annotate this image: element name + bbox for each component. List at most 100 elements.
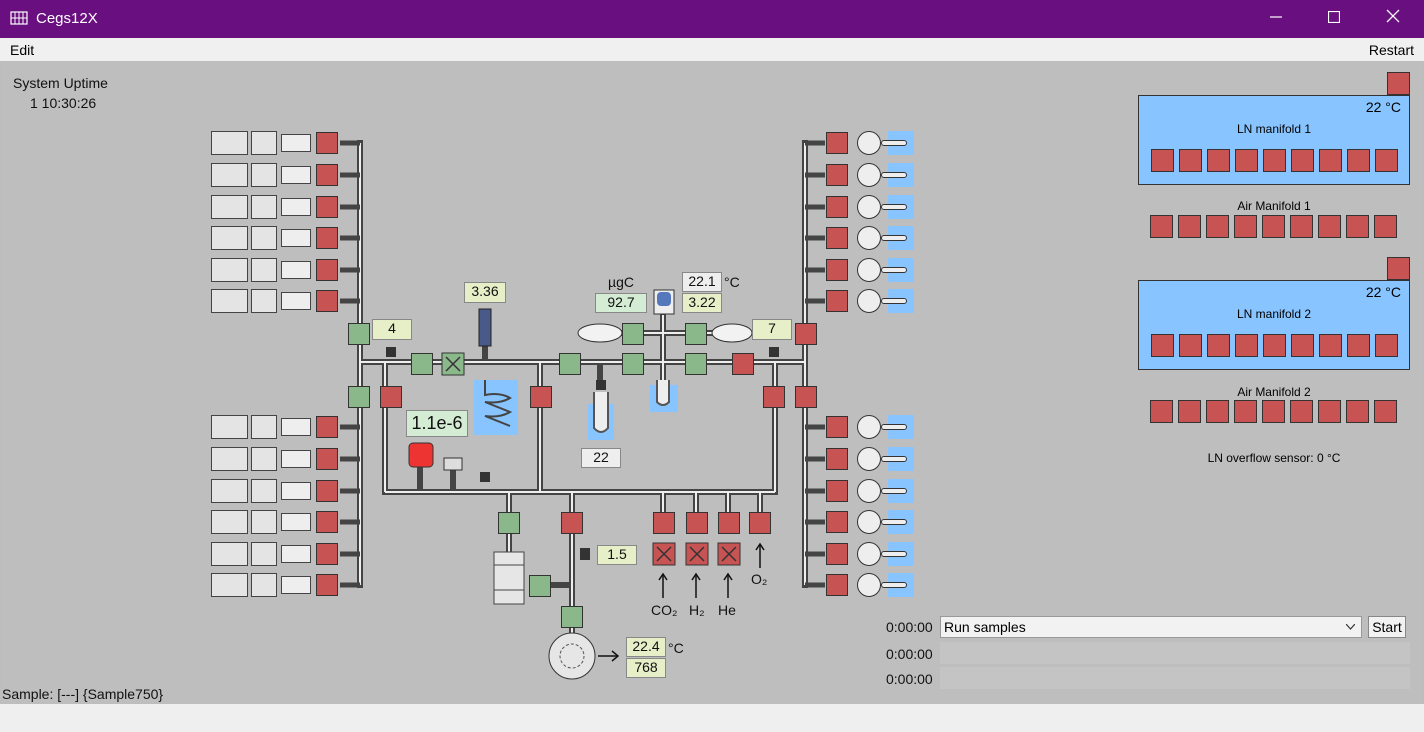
sample-vessel[interactable]	[211, 258, 248, 282]
valve-turbo[interactable]	[498, 512, 520, 534]
valve-v-left-upper[interactable]	[348, 323, 370, 345]
reactor-valve[interactable]	[826, 543, 848, 565]
reactor-valve[interactable]	[826, 196, 848, 218]
manifold-port-valve[interactable]	[1375, 149, 1398, 172]
manifold-port-valve[interactable]	[1291, 334, 1314, 357]
valve-mc[interactable]	[559, 353, 581, 375]
valve-ugc-reservoir[interactable]	[622, 323, 644, 345]
manifold-port-valve[interactable]	[1262, 400, 1285, 423]
manifold-port-valve[interactable]	[1374, 215, 1397, 238]
ln-manifold-2-valve[interactable]	[1387, 257, 1410, 280]
maximize-button[interactable]	[1304, 0, 1364, 38]
process-select[interactable]: Run samples	[940, 616, 1362, 638]
manifold-port-valve[interactable]	[1263, 334, 1286, 357]
menu-edit[interactable]: Edit	[10, 42, 35, 58]
manifold-port-valve[interactable]	[1150, 400, 1173, 423]
manifold-port-valve[interactable]	[1234, 215, 1257, 238]
reactor-valve[interactable]	[826, 448, 848, 470]
valve-rough-pump[interactable]	[561, 606, 583, 628]
manifold-port-valve[interactable]	[1346, 400, 1369, 423]
manifold-port-valve[interactable]	[1207, 334, 1230, 357]
valve-ir[interactable]	[732, 353, 754, 375]
manifold-port-valve[interactable]	[1290, 215, 1313, 238]
manifold-port-valve[interactable]	[1290, 400, 1313, 423]
sample-vessel[interactable]	[211, 289, 248, 313]
manifold-port-valve[interactable]	[1262, 215, 1285, 238]
reactor-valve[interactable]	[826, 574, 848, 596]
manifold-port-valve[interactable]	[1178, 400, 1201, 423]
sample-vessel[interactable]	[211, 415, 248, 439]
valve-o2[interactable]	[749, 512, 771, 534]
reactor-valve[interactable]	[826, 480, 848, 502]
sample-valve[interactable]	[316, 448, 338, 470]
sample-vessel[interactable]	[211, 573, 248, 597]
reactor-valve[interactable]	[826, 511, 848, 533]
manifold-port-valve[interactable]	[1319, 334, 1342, 357]
menu-restart[interactable]: Restart	[1368, 42, 1414, 58]
sample-valve[interactable]	[316, 416, 338, 438]
manifold-port-valve[interactable]	[1374, 400, 1397, 423]
reactor-valve[interactable]	[826, 132, 848, 154]
sample-valve[interactable]	[316, 511, 338, 533]
start-button[interactable]: Start	[1368, 616, 1406, 638]
sample-vessel[interactable]	[211, 163, 248, 187]
reactor-valve[interactable]	[826, 416, 848, 438]
manifold-port-valve[interactable]	[1235, 334, 1258, 357]
reactor-valve[interactable]	[826, 290, 848, 312]
sample-valve[interactable]	[316, 543, 338, 565]
sample-valve[interactable]	[316, 164, 338, 186]
close-button[interactable]	[1363, 0, 1423, 38]
sample-valve[interactable]	[316, 290, 338, 312]
sample-valve[interactable]	[316, 480, 338, 502]
reactor-valve[interactable]	[826, 227, 848, 249]
sample-valve[interactable]	[316, 227, 338, 249]
manifold-port-valve[interactable]	[1291, 149, 1314, 172]
sample-vessel[interactable]	[211, 479, 248, 503]
manifold-port-valve[interactable]	[1318, 215, 1341, 238]
manifold-port-valve[interactable]	[1178, 215, 1201, 238]
manifold-port-valve[interactable]	[1235, 149, 1258, 172]
manifold-port-valve[interactable]	[1151, 149, 1174, 172]
valve-h2[interactable]	[686, 512, 708, 534]
valve-gm-reservoir[interactable]	[685, 323, 707, 345]
manifold-port-valve[interactable]	[1263, 149, 1286, 172]
valve-v-right-upper[interactable]	[795, 323, 817, 345]
manifold-port-valve[interactable]	[1150, 215, 1173, 238]
manifold-port-valve[interactable]	[1179, 334, 1202, 357]
sample-vessel[interactable]	[211, 131, 248, 155]
reactor-valve[interactable]	[826, 164, 848, 186]
manifold-port-valve[interactable]	[1206, 400, 1229, 423]
manifold-port-valve[interactable]	[1318, 400, 1341, 423]
valve-loop-mid[interactable]	[530, 386, 552, 408]
sample-vessel[interactable]	[211, 195, 248, 219]
sample-vessel[interactable]	[211, 447, 248, 471]
sample-valve[interactable]	[316, 132, 338, 154]
manifold-port-valve[interactable]	[1207, 149, 1230, 172]
valve-vtt-in[interactable]	[411, 353, 433, 375]
sample-valve[interactable]	[316, 259, 338, 281]
valve-split[interactable]	[622, 353, 644, 375]
valve-rough[interactable]	[561, 512, 583, 534]
sample-vessel[interactable]	[211, 542, 248, 566]
valve-backing[interactable]	[529, 575, 551, 597]
valve-loop-left[interactable]	[380, 386, 402, 408]
sample-vessel[interactable]	[211, 510, 248, 534]
sample-vessel[interactable]	[211, 226, 248, 250]
sample-valve[interactable]	[316, 574, 338, 596]
sample-valve[interactable]	[316, 196, 338, 218]
manifold-port-valve[interactable]	[1375, 334, 1398, 357]
manifold-port-valve[interactable]	[1347, 149, 1370, 172]
manifold-port-valve[interactable]	[1347, 334, 1370, 357]
manifold-port-valve[interactable]	[1234, 400, 1257, 423]
ln-manifold-1-valve[interactable]	[1387, 72, 1410, 95]
valve-co2[interactable]	[653, 512, 675, 534]
minimize-button[interactable]	[1246, 0, 1306, 38]
reactor-valve[interactable]	[826, 259, 848, 281]
valve-gm[interactable]	[685, 353, 707, 375]
manifold-port-valve[interactable]	[1346, 215, 1369, 238]
valve-he[interactable]	[718, 512, 740, 534]
manifold-port-valve[interactable]	[1319, 149, 1342, 172]
valve-v-left-lower[interactable]	[348, 386, 370, 408]
valve-loop-right[interactable]	[763, 386, 785, 408]
manifold-port-valve[interactable]	[1179, 149, 1202, 172]
